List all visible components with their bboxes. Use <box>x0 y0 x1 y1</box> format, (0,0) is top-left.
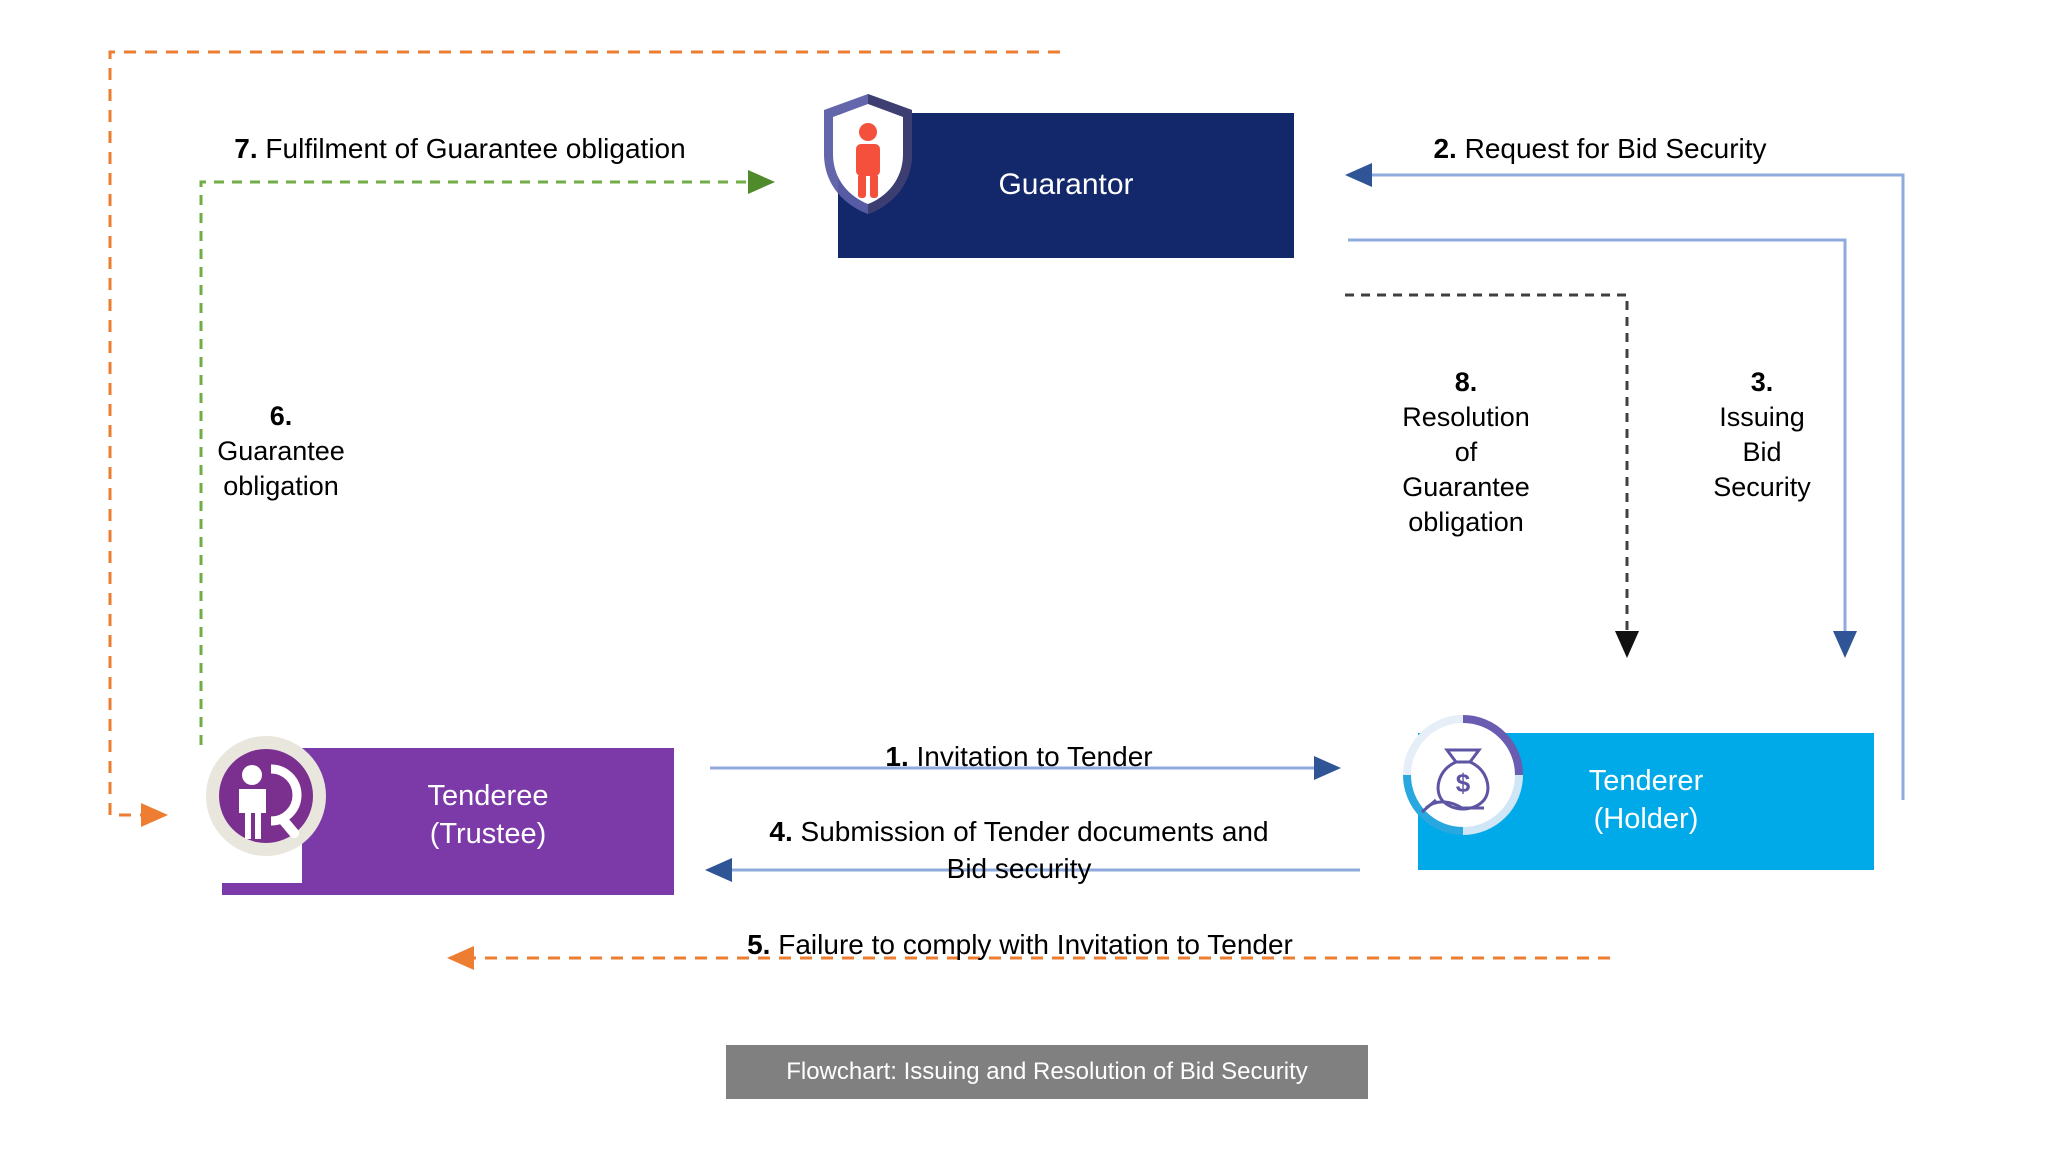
edge-label-8-number: 8. <box>1454 367 1478 398</box>
node-tenderee[interactable]: Tenderee (Trustee) <box>302 748 674 883</box>
flowchart-caption: Flowchart: Issuing and Resolution of Bid… <box>726 1045 1368 1099</box>
edge-label-2: 2. Request for Bid Security <box>1370 95 1830 168</box>
edge-label-1-text: Invitation to Tender <box>908 741 1153 773</box>
edge-label-6: 6. Guarantee obligation <box>176 364 386 504</box>
edge-label-3-number: 3. <box>1750 367 1774 398</box>
edge-label-7: 7. Fulfilment of Guarantee obligation <box>180 95 740 168</box>
edge-label-4-text: Submission of Tender documents and Bid s… <box>800 816 1269 884</box>
edge-label-2-number: 2. <box>1433 133 1457 165</box>
edge-label-4: 4. Submission of Tender documents and Bi… <box>704 778 1334 887</box>
edge-label-6-number: 6. <box>269 401 293 432</box>
edge-label-7-text: Fulfilment of Guarantee obligation <box>257 133 686 165</box>
svg-text:$: $ <box>1456 768 1471 798</box>
edge-label-4-number: 4. <box>769 816 793 848</box>
node-tenderer-label: Tenderer (Holder) <box>1588 765 1704 835</box>
edge-label-6-text: Guarantee obligation <box>217 436 345 502</box>
edge-label-2-text: Request for Bid Security <box>1456 133 1767 165</box>
edge-label-8: 8. Resolution of Guarantee obligation <box>1366 330 1566 541</box>
node-tenderee-label: Tenderee (Trustee) <box>427 780 549 850</box>
person-magnifier-icon <box>205 735 327 857</box>
shield-person-icon <box>818 90 918 218</box>
tenderee-underline <box>222 883 674 895</box>
node-guarantor[interactable]: Guarantor <box>838 113 1294 258</box>
edge-label-3-text: Issuing Bid Security <box>1713 402 1811 503</box>
edge-label-5-number: 5. <box>747 929 771 961</box>
edge-label-1: 1. Invitation to Tender <box>704 703 1334 776</box>
edge-label-3: 3. Issuing Bid Security <box>1672 330 1852 505</box>
edge-label-8-text: Resolution of Guarantee obligation <box>1402 402 1530 538</box>
edge-label-1-number: 1. <box>885 741 909 773</box>
edge-label-5-text: Failure to comply with Invitation to Ten… <box>770 929 1293 961</box>
caption-text: Flowchart: Issuing and Resolution of Bid… <box>786 1058 1308 1085</box>
edge-label-7-number: 7. <box>234 133 258 165</box>
node-guarantor-label: Guarantor <box>998 168 1134 202</box>
edge-label-5: 5. Failure to comply with Invitation to … <box>690 891 1350 964</box>
money-bag-hand-icon: $ <box>1400 712 1526 838</box>
